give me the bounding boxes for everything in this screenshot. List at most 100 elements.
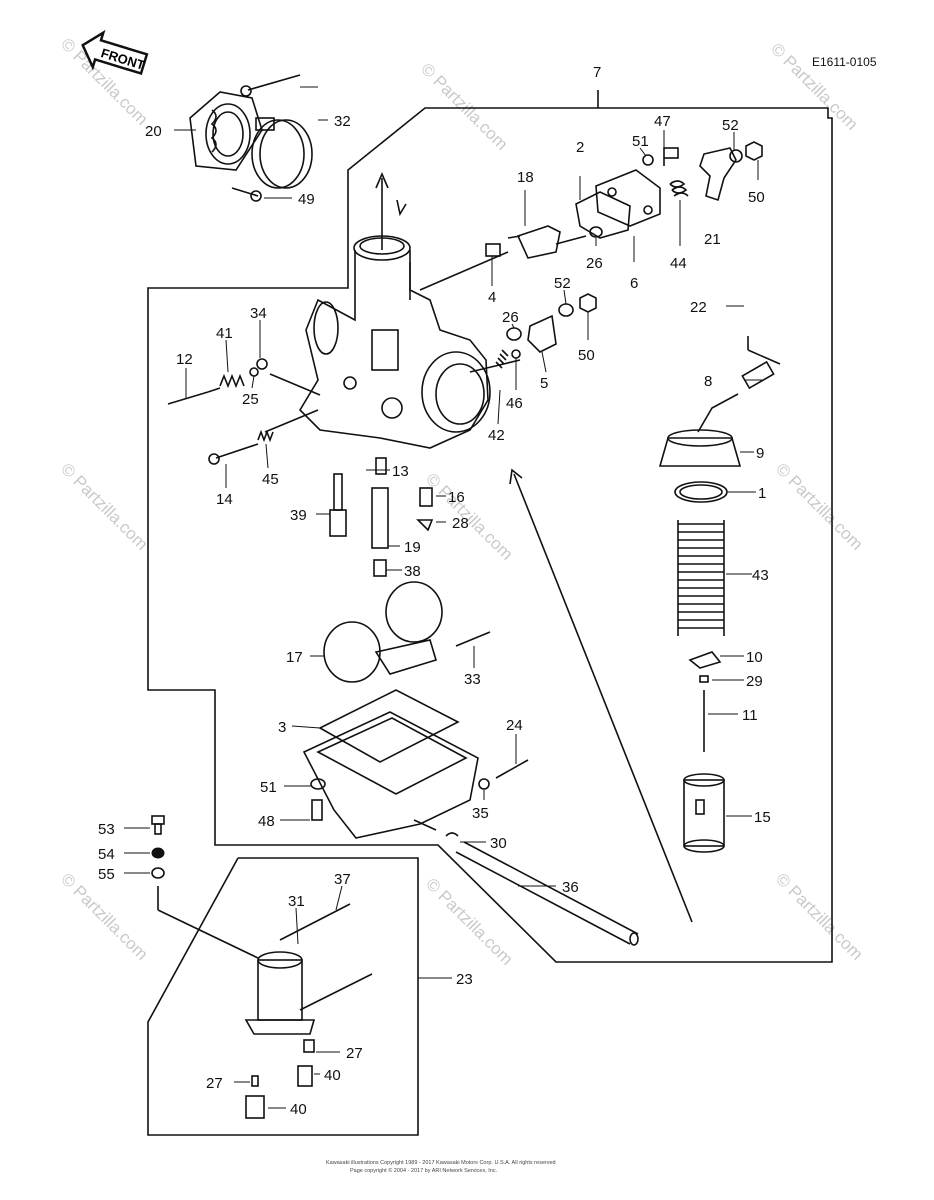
o-ring-part <box>674 481 728 503</box>
callout-52: 52 <box>722 117 739 134</box>
callout-50: 50 <box>578 347 595 364</box>
callout-22: 22 <box>690 299 707 316</box>
callout-1: 1 <box>758 485 766 502</box>
callout-50: 50 <box>748 189 765 206</box>
copyright-line: Kawasaki illustrations Copyright 1989 - … <box>326 1160 556 1166</box>
callout-6: 6 <box>630 275 638 292</box>
needle-clip-part <box>699 675 709 683</box>
watermark: © Partzilla.com <box>772 869 866 963</box>
callout-25: 25 <box>242 391 259 408</box>
callout-26: 26 <box>586 255 603 272</box>
callout-36: 36 <box>562 879 579 896</box>
callout-20: 20 <box>145 123 162 140</box>
throttle-valve-part <box>683 773 725 853</box>
callout-10: 10 <box>746 649 763 666</box>
callout-26: 26 <box>502 309 519 326</box>
leader-lines <box>124 86 762 1109</box>
copyright-line: Page copyright © 2004 - 2017 by ARI Netw… <box>350 1167 498 1174</box>
callout-46: 46 <box>506 395 523 412</box>
carb-cap-part <box>658 393 742 467</box>
callout-21: 21 <box>704 231 721 248</box>
callout-42: 42 <box>488 427 505 444</box>
callout-23: 23 <box>456 971 473 988</box>
callout-33: 33 <box>464 671 481 688</box>
callout-3: 3 <box>278 719 286 736</box>
washer-part <box>729 149 743 163</box>
callout-34: 34 <box>250 305 267 322</box>
throttle-cable-bracket-part <box>507 225 587 259</box>
callout-53: 53 <box>98 821 115 838</box>
float-part <box>323 581 443 683</box>
jet-holder-part <box>371 457 389 577</box>
callout-41: 41 <box>216 325 233 342</box>
callout-52: 52 <box>554 275 571 292</box>
callout-13: 13 <box>392 463 409 480</box>
callout-7: 7 <box>593 64 601 81</box>
callout-4: 4 <box>488 289 496 306</box>
callout-12: 12 <box>176 351 193 368</box>
callout-17: 17 <box>286 649 303 666</box>
callout-44: 44 <box>670 255 687 272</box>
assembly-arrow <box>375 171 693 923</box>
callout-35: 35 <box>472 805 489 822</box>
callout-47: 47 <box>654 113 671 130</box>
float-pin-part <box>455 631 491 647</box>
watermark: © Partzilla.com <box>57 459 151 553</box>
callout-30: 30 <box>490 835 507 852</box>
throttle-spring-part <box>677 520 725 636</box>
nut-part <box>745 141 763 161</box>
callout-29: 29 <box>746 673 763 690</box>
callout-51: 51 <box>632 133 649 150</box>
float-gasket-part <box>318 689 460 763</box>
callout-54: 54 <box>98 846 115 863</box>
overflow-tube-part <box>455 841 639 946</box>
washer-part <box>151 847 165 859</box>
callout-14: 14 <box>216 491 233 508</box>
cap-cover-part <box>575 169 661 239</box>
watermark: © Partzilla.com <box>57 869 151 963</box>
needle-jet-part <box>329 473 347 537</box>
callout-19: 19 <box>404 539 421 556</box>
callout-40: 40 <box>290 1101 307 1118</box>
watermark: © Partzilla.com <box>772 459 866 553</box>
copyright-footer: Kawasaki illustrations Copyright 1989 - … <box>326 1160 556 1174</box>
washer-part <box>506 327 522 359</box>
callout-37: 37 <box>334 871 351 888</box>
nut-part <box>579 293 597 313</box>
collar-part <box>485 243 501 257</box>
callout-16: 16 <box>448 489 465 506</box>
spring-part <box>219 373 245 389</box>
washer-part <box>478 778 490 790</box>
callout-8: 8 <box>704 373 712 390</box>
watermark: © Partzilla.com <box>417 59 511 153</box>
spring-part <box>257 429 274 443</box>
washer-part <box>249 358 268 377</box>
assembly-outline <box>147 90 833 963</box>
callout-2: 2 <box>576 139 584 156</box>
hose-clamp-part <box>251 117 313 189</box>
callout-38: 38 <box>404 563 421 580</box>
callout-5: 5 <box>540 375 548 392</box>
callout-48: 48 <box>258 813 275 830</box>
callout-28: 28 <box>452 515 469 532</box>
callout-labels: 7 20 32 49 2 18 47 51 52 50 21 26 44 6 4… <box>98 64 771 1118</box>
washer-part <box>642 154 654 166</box>
callout-31: 31 <box>288 893 305 910</box>
callout-43: 43 <box>752 567 769 584</box>
diagram-code: E1611-0105 <box>812 55 877 69</box>
callout-18: 18 <box>517 169 534 186</box>
watermark: © Partzilla.com <box>767 39 861 133</box>
washer-part <box>558 303 574 317</box>
screw-part <box>240 74 301 97</box>
spring-part <box>669 180 689 197</box>
screw-part <box>231 187 262 202</box>
callout-51: 51 <box>260 779 277 796</box>
drain-screw-part <box>495 759 529 779</box>
hose-part <box>741 360 775 390</box>
watermark: © Partzilla.com <box>422 874 516 968</box>
starter-plunger-part <box>157 886 373 1035</box>
plate-part <box>527 314 557 353</box>
callout-55: 55 <box>98 866 115 883</box>
screw-part <box>663 147 679 166</box>
